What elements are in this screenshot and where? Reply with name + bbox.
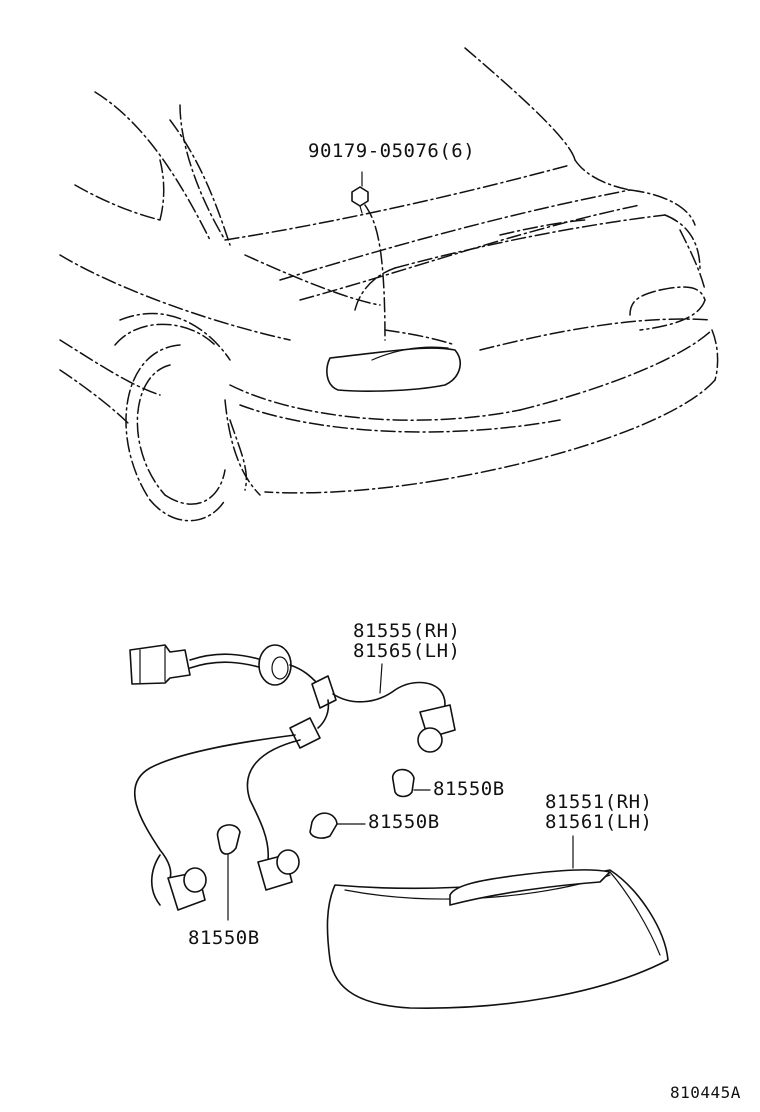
wire-harness: [129, 644, 456, 911]
lens-rh-part-number: 81551(RH): [545, 791, 652, 813]
bolt-part-number: 90179-05076(6): [308, 140, 475, 162]
bulb-part-number-3: 81550B: [188, 927, 260, 949]
rear-combination-lamp: [326, 869, 669, 1009]
lens-lh-part-number: 81561(LH): [545, 811, 652, 833]
car-rear-outline: [59, 47, 719, 522]
harness-lh-part-number: 81565(LH): [353, 640, 460, 662]
harness-rh-part-number: 81555(RH): [353, 620, 460, 642]
bulb-part-number-2: 81550B: [368, 811, 440, 833]
figure-id: 810445A: [670, 1083, 741, 1102]
bolt-icon: [351, 171, 369, 214]
bulb-part-number-1: 81550B: [433, 778, 505, 800]
bulb-icon: [216, 768, 415, 855]
